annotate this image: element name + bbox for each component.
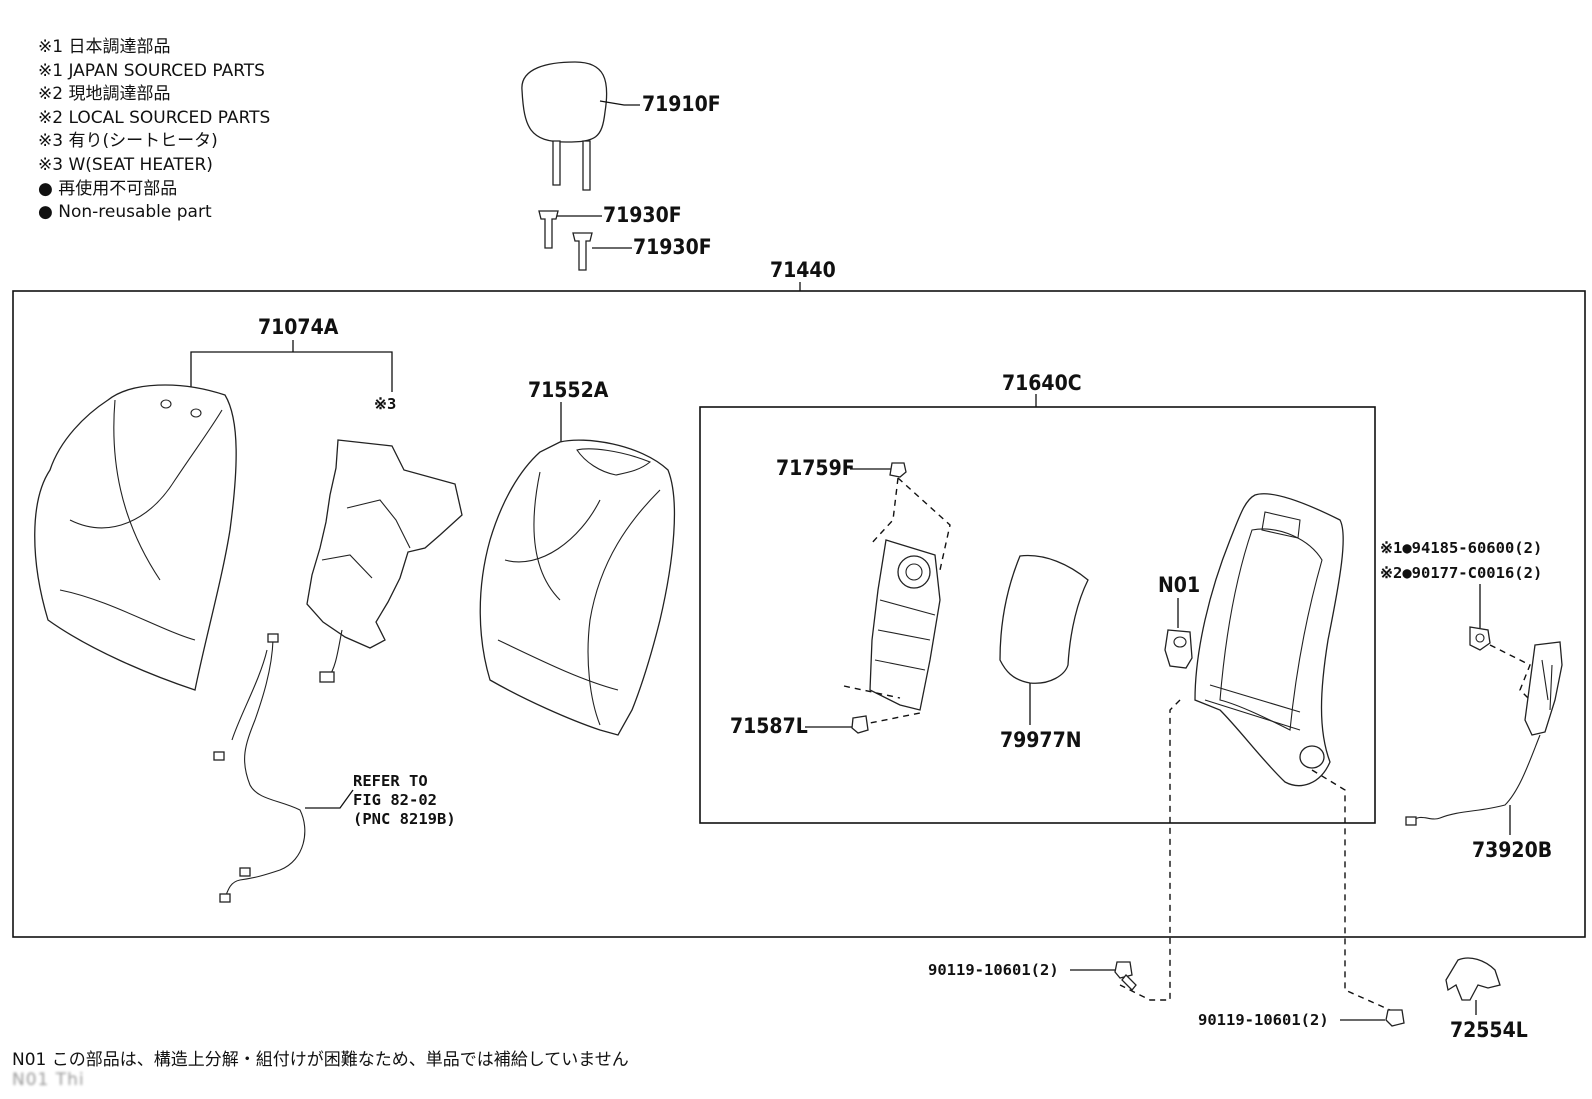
part-label-71640C[interactable]: 71640C xyxy=(1002,371,1082,395)
part-label-71587L[interactable]: 71587L xyxy=(730,714,808,738)
part-label-71759F[interactable]: 71759F xyxy=(776,456,855,480)
refer-line-2: FIG 82-02 xyxy=(353,791,437,809)
legend-line: ※3 有り(シートヒータ) xyxy=(38,131,218,152)
nut-71759F[interactable] xyxy=(889,462,907,478)
legend-line: ※2 LOCAL SOURCED PARTS xyxy=(38,107,271,128)
refer-line-3: (PNC 8219B) xyxy=(353,810,456,828)
part-label-71930F-b[interactable]: 71930F xyxy=(633,235,712,259)
part-label-79977N[interactable]: 79977N xyxy=(1000,728,1082,752)
wire-harness[interactable] xyxy=(213,633,306,903)
legend-line: ※3 W(SEAT HEATER) xyxy=(38,154,213,175)
clip-71587L[interactable] xyxy=(851,715,869,734)
part-label-72554L[interactable]: 72554L xyxy=(1450,1018,1528,1042)
note-n01-en: N01 Thi xyxy=(12,1070,85,1090)
pad-79977N-part[interactable] xyxy=(999,554,1089,684)
bolt-label-jp[interactable]: ※1●94185-60600(2) xyxy=(1380,539,1542,557)
bolt-label-b[interactable]: 90119-10601(2) xyxy=(1198,1011,1329,1029)
seatback-cover-part[interactable] xyxy=(34,384,237,691)
headrest-guide-part[interactable] xyxy=(538,210,593,271)
part-label-71910F[interactable]: 71910F xyxy=(642,92,721,116)
legend-line: ※1 日本調達部品 xyxy=(38,37,171,57)
seatback-frame-part[interactable] xyxy=(1194,493,1344,787)
legend-line: ※2 現地調達部品 xyxy=(38,84,171,105)
headrest-part[interactable] xyxy=(521,61,608,191)
legend-line: ● 再使用不可部品 xyxy=(38,178,178,199)
part-label-71074A[interactable]: 71074A xyxy=(258,315,339,339)
cover-72554L-part[interactable] xyxy=(1445,957,1501,1001)
refer-line-1: REFER TO xyxy=(353,772,428,790)
seatback-pad-part[interactable] xyxy=(479,439,676,736)
legend-line: ● Non-reusable part xyxy=(38,202,212,223)
lumbar-support-part[interactable] xyxy=(869,539,941,711)
assembly-box-71440 xyxy=(12,290,1586,938)
legend-line: ※1 JAPAN SOURCED PARTS xyxy=(38,60,265,81)
note-n01-jp: N01 この部品は、構造上分解・組付けが困難なため、単品では補給していません xyxy=(12,1050,629,1070)
part-label-73920B[interactable]: 73920B xyxy=(1472,838,1552,862)
assembly-box-71640C xyxy=(699,406,1376,824)
bolt-nut-part[interactable] xyxy=(1469,626,1491,651)
legend: ※1 日本調達部品 ※1 JAPAN SOURCED PARTS ※2 現地調達… xyxy=(38,36,270,225)
motor-N01-part[interactable] xyxy=(1164,629,1193,669)
part-label-71440[interactable]: 71440 xyxy=(770,258,836,282)
part-label-N01[interactable]: N01 xyxy=(1158,573,1200,597)
bolt-label-a[interactable]: 90119-10601(2) xyxy=(928,961,1059,979)
part-label-71552A[interactable]: 71552A xyxy=(528,378,609,402)
seat-heater-part[interactable] xyxy=(306,439,463,683)
bolt-b-part[interactable] xyxy=(1385,1009,1405,1027)
lumbar-switch-part[interactable] xyxy=(1405,641,1563,826)
heater-mark: ※3 xyxy=(374,395,396,413)
bolt-a-part[interactable] xyxy=(1114,961,1137,991)
note-n01-en-text: N01 Thi xyxy=(12,1070,85,1090)
bolt-label-local[interactable]: ※2●90177-C0016(2) xyxy=(1380,564,1542,582)
part-label-71930F-a[interactable]: 71930F xyxy=(603,203,682,227)
